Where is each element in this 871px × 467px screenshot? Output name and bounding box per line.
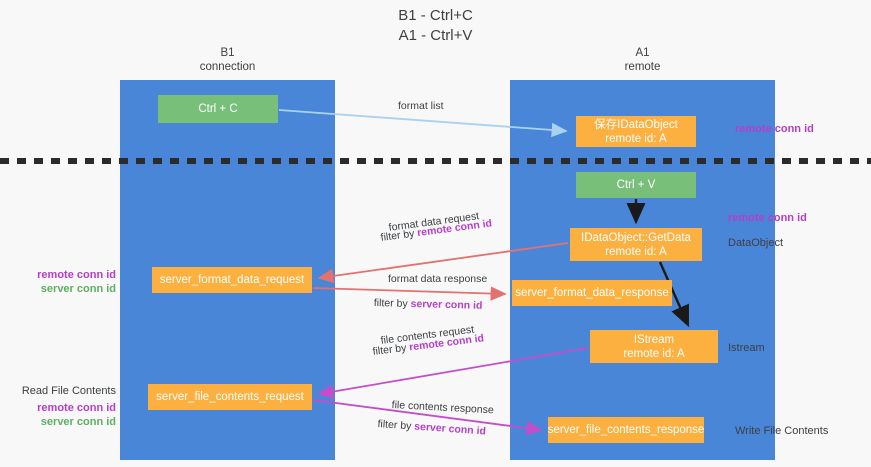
annotation-left-server-conn-id: server conn id bbox=[40, 283, 116, 295]
section-divider bbox=[0, 158, 871, 164]
annotation-left-conn-ids-bottom: remote conn id server conn id bbox=[6, 401, 116, 429]
node-save-idataobject[interactable]: 保存IDataObject remote id: A bbox=[576, 116, 696, 147]
node-ctrl-v[interactable]: Ctrl + V bbox=[576, 172, 696, 198]
edge-label-file-contents-response: file contents response bbox=[391, 399, 495, 417]
filter-prefix: filter by bbox=[372, 341, 410, 358]
annotation-left-conn-ids-top: remote conn id server conn id bbox=[6, 268, 116, 296]
node-server-format-data-request[interactable]: server_format_data_request bbox=[152, 267, 312, 293]
filter-key-server-conn-id: server conn id bbox=[413, 420, 487, 438]
annotation-write-file-contents: Write File Contents bbox=[735, 425, 829, 437]
annotation-istream: Istream bbox=[728, 342, 765, 354]
node-ctrl-c[interactable]: Ctrl + C bbox=[158, 95, 278, 123]
edge-label-format-list: format list bbox=[398, 100, 444, 112]
lane-title-a1: A1 remote bbox=[624, 47, 661, 73]
annotation-read-file-contents: Read File Contents bbox=[21, 385, 116, 397]
annotation-left-remote-conn-id-2: remote conn id bbox=[37, 402, 116, 414]
filter-prefix: filter by bbox=[373, 297, 411, 310]
node-idataobject-getdata[interactable]: IDataObject::GetData remote id: A bbox=[570, 228, 702, 261]
annotation-data-object: DataObject bbox=[728, 237, 784, 249]
filter-prefix: filter by bbox=[377, 418, 415, 433]
node-server-file-contents-request[interactable]: server_file_contents_request bbox=[148, 384, 312, 410]
edge-label-file-contents-response-filter: filter by server conn id bbox=[377, 418, 486, 439]
annotation-remote-conn-id-mid: remote conn id bbox=[728, 212, 807, 224]
page-title: B1 - Ctrl+C A1 - Ctrl+V bbox=[398, 7, 473, 44]
node-istream[interactable]: IStream remote id: A bbox=[590, 330, 718, 363]
filter-key-server-conn-id: server conn id bbox=[410, 297, 483, 312]
annotation-remote-conn-id-top: remote conn id bbox=[735, 123, 814, 135]
filter-prefix: filter by bbox=[380, 227, 419, 244]
arrow-format-data-response bbox=[312, 286, 507, 301]
node-server-format-data-response[interactable]: server_format_data_response bbox=[512, 280, 672, 306]
annotation-left-server-conn-id-2: server conn id bbox=[40, 416, 116, 428]
edge-label-format-data-response-filter: filter by server conn id bbox=[374, 297, 483, 313]
node-server-file-contents-response[interactable]: server_file_contents_response bbox=[548, 417, 704, 443]
edge-label-format-data-response: format data response bbox=[388, 273, 488, 285]
annotation-left-remote-conn-id: remote conn id bbox=[37, 269, 116, 281]
lane-title-b1: B1 connection bbox=[199, 47, 256, 73]
